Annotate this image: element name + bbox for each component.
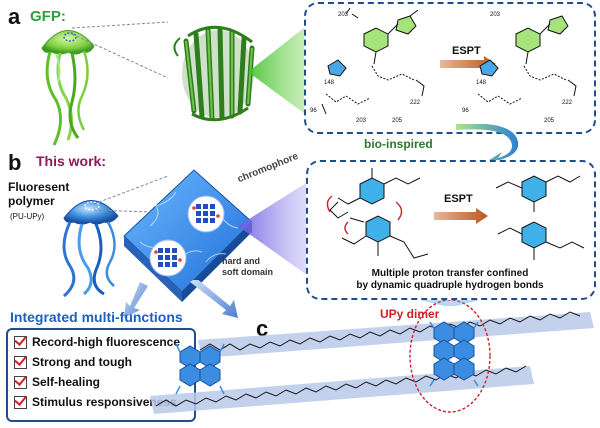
check-icon bbox=[14, 335, 27, 349]
domain-label: hard and soft domain bbox=[222, 256, 273, 277]
polymer-name: Fluoresent polymer bbox=[8, 180, 70, 208]
upy-mechanism-box bbox=[306, 160, 596, 300]
curved-arrow-icon bbox=[456, 124, 519, 166]
espt-label-a: ESPT bbox=[452, 45, 481, 57]
gfp-mechanism-scheme: 203 148 96 222 205 203 ESPT 203 bbox=[310, 7, 577, 124]
feature-item: Stimulus responsiveness bbox=[8, 392, 194, 412]
polymer-chain-scheme bbox=[150, 300, 594, 414]
check-icon bbox=[14, 395, 27, 409]
residue-label: 96 bbox=[310, 108, 317, 114]
espt-label-b: ESPT bbox=[444, 193, 473, 205]
jellyfish-green-icon bbox=[41, 30, 95, 146]
light-cone-b bbox=[238, 178, 314, 280]
feature-label: Self-healing bbox=[32, 375, 101, 389]
residue-label: 222 bbox=[410, 100, 421, 106]
residue-label: 148 bbox=[324, 80, 335, 86]
zoom-lines-b bbox=[93, 175, 169, 213]
upy-mechanism-scheme: ESPT bbox=[326, 168, 585, 260]
residue-label: 205 bbox=[392, 118, 403, 124]
residue-label: 222 bbox=[562, 100, 573, 106]
this-work-text: This work bbox=[36, 153, 102, 169]
upy-dimer-label: UPy dimer bbox=[380, 307, 440, 321]
check-icon bbox=[14, 375, 27, 389]
residue-label: 203 bbox=[490, 12, 501, 18]
feature-item: Self-healing bbox=[8, 372, 194, 392]
upy-caption: Multiple proton transfer confined by dyn… bbox=[356, 268, 544, 291]
dimer-highlight bbox=[409, 300, 491, 413]
gfp-label: GFP: bbox=[30, 8, 66, 25]
gfp-barrel-icon bbox=[173, 25, 255, 122]
film-arrows bbox=[124, 280, 238, 318]
residue-label: 96 bbox=[462, 108, 469, 114]
jellyfish-blue-icon bbox=[62, 200, 119, 298]
feature-item: Strong and tough bbox=[8, 352, 194, 372]
panel-letter-a: a bbox=[8, 4, 21, 29]
panel-letter-c: c bbox=[256, 316, 269, 341]
feature-label: Strong and tough bbox=[32, 355, 132, 369]
features-title: Integrated multi-functions bbox=[10, 309, 183, 325]
panel-letter-b: b bbox=[8, 150, 22, 175]
check-icon bbox=[14, 355, 27, 369]
gfp-label-text: GFP bbox=[30, 8, 61, 25]
this-work-label: This work: bbox=[36, 153, 106, 169]
residue-label: 203 bbox=[356, 118, 367, 124]
feature-item: Record-high fluorescence bbox=[8, 332, 194, 352]
polymer-abbr: (PU-UPy) bbox=[10, 212, 45, 221]
residue-label: 203 bbox=[338, 12, 349, 18]
gfp-label-colon: : bbox=[60, 8, 66, 25]
residue-label: 148 bbox=[476, 80, 487, 86]
chain-band bbox=[150, 366, 534, 414]
residue-label: 205 bbox=[544, 118, 555, 124]
feature-label: Stimulus responsiveness bbox=[32, 395, 177, 409]
film-icon bbox=[123, 169, 253, 302]
this-work-colon: : bbox=[101, 153, 107, 169]
bio-inspired-label: bio-inspired bbox=[364, 137, 433, 151]
zoom-lines bbox=[71, 21, 169, 79]
feature-label: Record-high fluorescence bbox=[32, 335, 181, 349]
chain-band bbox=[198, 312, 594, 358]
